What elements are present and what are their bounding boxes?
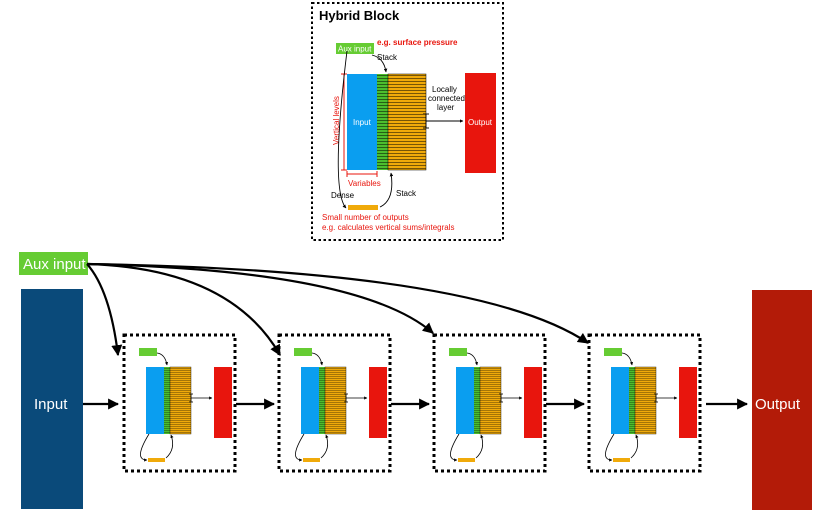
locally-connected-line-3: layer xyxy=(437,103,455,112)
locally-connected-line-1: Locally xyxy=(432,85,457,94)
hybrid-block-detail: Hybrid Block Aux input e.g. surface pres… xyxy=(311,2,504,241)
input-label-small: Input xyxy=(353,118,372,127)
dense-outputs-bar xyxy=(348,205,378,210)
aux-input-label-small: Aux input xyxy=(338,45,372,54)
aux-to-dense-arrow xyxy=(337,50,348,209)
hybrid-block-1 xyxy=(124,335,235,471)
input-block-small xyxy=(347,74,377,170)
dense-to-stack-arrow xyxy=(379,172,394,208)
vertical-sums-label: e.g. calculates vertical sums/integrals xyxy=(322,223,455,232)
hybrid-block-frame xyxy=(311,2,504,241)
hybrid-block-4 xyxy=(589,335,700,471)
aux-to-stack-arrow xyxy=(371,54,388,73)
stack-bottom-label: Stack xyxy=(396,189,417,198)
variables-label: Variables xyxy=(348,179,381,188)
aux-arrow-block-3 xyxy=(86,262,434,334)
aux-example-label: e.g. surface pressure xyxy=(377,38,458,47)
dense-label: Dense xyxy=(331,191,355,200)
hybrid-block-3 xyxy=(434,335,545,471)
locally-connected-line-2: connected xyxy=(428,94,465,103)
aux-arrow-block-1 xyxy=(86,263,123,357)
main-output-label: Output xyxy=(755,396,801,413)
aux-arrow-block-2 xyxy=(86,262,281,356)
output-block-small xyxy=(465,73,496,173)
stack-top-label: Stack xyxy=(377,53,398,62)
hybrid-block-2 xyxy=(279,335,390,471)
stacked-aux-column xyxy=(377,74,388,170)
stacked-output-columns xyxy=(387,73,427,171)
vertical-levels-label: Vertical levels xyxy=(332,96,341,145)
small-outputs-label: Small number of outputs xyxy=(322,213,409,222)
output-label-small: Output xyxy=(468,118,493,127)
aux-arrow-block-4 xyxy=(86,262,589,344)
network-pipeline: Aux input Input Output xyxy=(19,252,812,510)
aux-input-box-small xyxy=(336,43,374,54)
aux-input-label: Aux input xyxy=(23,256,86,273)
aux-input-box xyxy=(19,252,88,275)
hybrid-block-title: Hybrid Block xyxy=(319,8,400,23)
main-input-label: Input xyxy=(34,396,68,413)
main-output-block xyxy=(752,290,812,510)
main-input-block xyxy=(21,289,83,509)
